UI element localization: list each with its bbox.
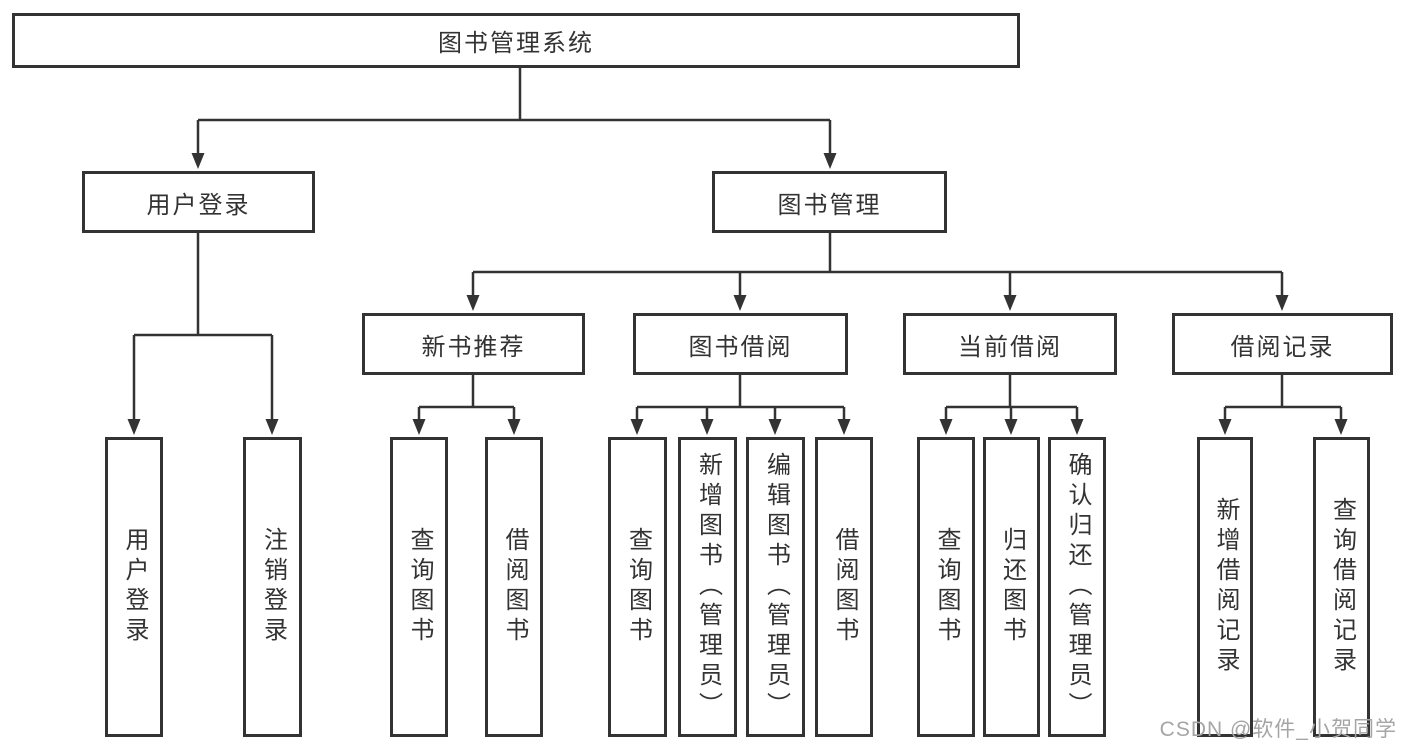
leaf-query-books-bookborrow-label: 查询图书 xyxy=(624,527,652,647)
leaf-borrow-books-newbooks: 借阅图书 xyxy=(485,437,543,737)
leaf-query-books-currentborrow-label: 查询图书 xyxy=(933,527,960,647)
node-borrow-records: 借阅记录 xyxy=(1172,313,1393,375)
leaf-confirm-return-admin-label: 确认归还（管理员） xyxy=(1064,452,1091,722)
leaf-edit-books-admin: 编辑图书（管理员） xyxy=(746,437,805,737)
leaf-borrow-books-newbooks-label: 借阅图书 xyxy=(501,527,528,647)
node-user-login-label: 用户登录 xyxy=(146,191,251,219)
leaf-add-borrow-record-label: 新增借阅记录 xyxy=(1212,497,1239,677)
arrowheads xyxy=(127,153,1348,435)
connector-records-to-leaves xyxy=(1223,374,1343,423)
leaf-return-books: 归还图书 xyxy=(983,437,1040,737)
leaf-query-books-bookborrow: 查询图书 xyxy=(608,437,667,737)
node-borrow-records-label: 借阅记录 xyxy=(1230,333,1335,361)
leaf-logout-login-label: 注销登录 xyxy=(259,527,287,647)
leaf-add-books-admin: 新增图书（管理员） xyxy=(678,437,737,737)
connector-userlogin-to-leaves xyxy=(132,232,274,423)
leaf-query-borrow-record: 查询借阅记录 xyxy=(1313,437,1370,737)
node-book-management-label: 图书管理 xyxy=(777,191,882,219)
connector-root-to-level2 xyxy=(196,67,832,157)
connector-bookmgmt-to-level3 xyxy=(471,232,1284,299)
node-book-management: 图书管理 xyxy=(712,171,947,233)
node-current-borrowing: 当前借阅 xyxy=(903,313,1117,375)
connector-newbooks-to-leaves xyxy=(417,374,516,423)
leaf-confirm-return-admin: 确认归还（管理员） xyxy=(1048,437,1106,737)
connector-currentborrow-to-leaves xyxy=(944,374,1079,423)
csdn-watermark: CSDN @软件_小贺同学 xyxy=(1159,718,1397,741)
node-library-system: 图书管理系统 xyxy=(12,13,1020,68)
leaf-query-borrow-record-label: 查询借阅记录 xyxy=(1328,497,1356,677)
leaf-borrow-books-bookborrow: 借阅图书 xyxy=(815,437,873,737)
leaf-add-books-admin-label: 新增图书（管理员） xyxy=(694,452,722,722)
connector-bookborrow-to-leaves xyxy=(635,374,846,423)
leaf-logout-login: 注销登录 xyxy=(243,437,302,737)
leaf-query-books-currentborrow: 查询图书 xyxy=(917,437,975,737)
leaf-user-login-label: 用户登录 xyxy=(121,527,148,647)
node-book-borrowing-label: 图书借阅 xyxy=(688,333,793,361)
node-new-book-recommend-label: 新书推荐 xyxy=(421,333,526,361)
leaf-borrow-books-bookborrow-label: 借阅图书 xyxy=(831,527,858,647)
node-current-borrowing-label: 当前借阅 xyxy=(958,333,1062,361)
leaf-user-login: 用户登录 xyxy=(105,437,163,737)
leaf-query-books-newbooks: 查询图书 xyxy=(390,437,448,737)
leaf-query-books-newbooks-label: 查询图书 xyxy=(406,527,433,647)
node-new-book-recommend: 新书推荐 xyxy=(362,313,585,375)
node-user-login: 用户登录 xyxy=(82,171,315,233)
leaf-return-books-label: 归还图书 xyxy=(998,527,1026,647)
node-book-borrowing: 图书借阅 xyxy=(633,313,848,375)
node-library-system-label: 图书管理系统 xyxy=(438,30,594,57)
leaf-add-borrow-record: 新增借阅记录 xyxy=(1197,437,1253,737)
leaf-edit-books-admin-label: 编辑图书（管理员） xyxy=(762,452,790,722)
